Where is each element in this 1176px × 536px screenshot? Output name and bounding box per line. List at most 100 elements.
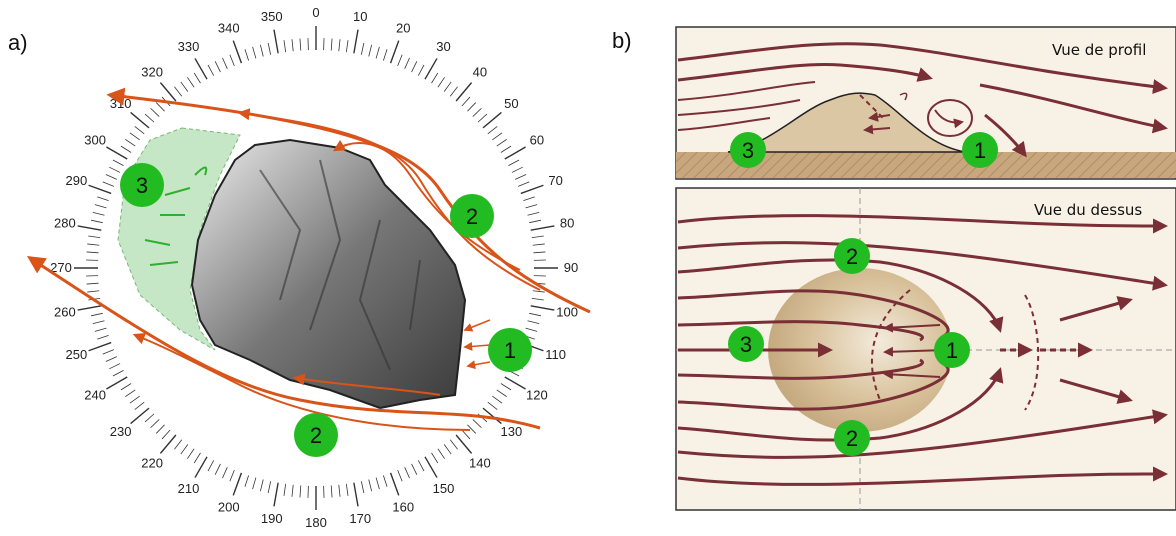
svg-text:3: 3 — [740, 332, 752, 357]
compass-tick — [214, 61, 221, 73]
compass-degree-label: 50 — [504, 96, 518, 111]
compass-tick — [520, 184, 544, 195]
compass-tick — [120, 145, 132, 153]
compass-tick — [431, 452, 439, 464]
compass-tick — [449, 439, 458, 450]
compass-degree-label: 200 — [218, 500, 240, 515]
compass-tick — [443, 81, 452, 92]
compass-tick — [467, 424, 477, 434]
compass-degree-label: 320 — [141, 65, 163, 80]
compass-degree-label: 260 — [54, 304, 76, 319]
compass-tick — [214, 463, 221, 475]
marker-3-top: 3 — [728, 326, 764, 362]
compass-tick — [94, 204, 107, 209]
compass-tick — [330, 485, 333, 498]
svg-text:2: 2 — [466, 204, 478, 229]
compass-tick — [500, 145, 512, 153]
compass-degree-label: 100 — [556, 304, 578, 319]
compass-tick — [375, 46, 380, 59]
compass-tick — [437, 77, 445, 88]
compass-tick — [77, 225, 102, 231]
compass-tick — [90, 219, 103, 224]
compass-degree-label: 340 — [218, 20, 240, 35]
compass-tick — [487, 401, 498, 410]
compass-tick — [531, 297, 544, 301]
compass-tick — [180, 81, 189, 92]
compass-tick — [360, 481, 365, 494]
svg-text:3: 3 — [742, 138, 754, 163]
compass-tick — [97, 334, 109, 340]
orange-flow-arrows — [26, 87, 591, 431]
compass-tick — [87, 243, 100, 246]
marker-3-a: 3 — [120, 163, 164, 207]
compass-tick — [449, 86, 458, 97]
compass-degree-label: 180 — [305, 515, 327, 530]
marker-2-top-upper: 2 — [834, 238, 870, 274]
compass-tick — [360, 42, 365, 55]
top-streamlines — [677, 214, 1168, 486]
compass-degree-label: 30 — [436, 39, 450, 54]
compass-tick — [455, 82, 473, 102]
compass-tick — [174, 86, 183, 97]
compass-degree-label: 220 — [141, 455, 163, 470]
compass-tick — [252, 477, 257, 490]
compass-tick — [492, 395, 503, 404]
compass-tick-ring — [74, 26, 558, 510]
compass-tick — [345, 40, 349, 53]
profile-title: Vue de profil — [1052, 41, 1146, 59]
compass-tick — [232, 40, 243, 64]
compass-tick — [283, 40, 287, 53]
island-top-view — [768, 268, 952, 432]
compass-tick — [299, 38, 302, 51]
compass-degree-label: 130 — [500, 424, 522, 439]
compass-tick — [109, 166, 121, 173]
profile-streamlines — [677, 42, 1168, 158]
compass-tick — [411, 61, 418, 73]
compass-tick — [174, 439, 183, 450]
compass-tick — [102, 181, 115, 187]
compass-tick — [90, 312, 103, 317]
marker-2-a-upper: 2 — [450, 194, 494, 238]
compass-tick — [86, 282, 99, 285]
compass-tick — [244, 475, 250, 487]
compass-tick — [155, 102, 165, 112]
compass-tick — [511, 166, 523, 173]
compass-tick — [404, 466, 410, 479]
compass-degree-label: 210 — [178, 481, 200, 496]
compass-tick — [496, 139, 507, 147]
compass-tick — [134, 126, 145, 135]
compass-degree-label: 270 — [50, 260, 72, 275]
marker-3-profile: 3 — [730, 132, 766, 168]
compass-tick — [130, 111, 150, 129]
compass-tick — [492, 132, 503, 141]
compass-tick — [106, 146, 128, 160]
compass-tick — [229, 54, 235, 67]
compass-tick — [529, 312, 542, 317]
compass-tick — [194, 58, 208, 80]
compass-tick — [455, 434, 473, 454]
compass-tick — [389, 472, 400, 496]
compass-degree-label: 90 — [564, 260, 578, 275]
compass-tick — [102, 349, 115, 355]
compass-tick — [397, 54, 403, 67]
compass-tick — [159, 434, 177, 454]
compass-degree-label: 350 — [261, 9, 283, 24]
svg-text:2: 2 — [846, 426, 858, 451]
compass-tick — [159, 82, 177, 102]
compass-tick — [155, 424, 165, 434]
compass-degree-label: 330 — [178, 39, 200, 54]
panel-b-profile: Vue de profil 3 1 — [675, 26, 1176, 180]
compass-tick — [530, 305, 555, 311]
compass-tick — [397, 469, 403, 482]
compass-tick — [382, 475, 388, 487]
compass-tick — [187, 77, 195, 88]
compass-tick — [92, 211, 105, 216]
compass-tick — [150, 419, 160, 429]
compass-tick — [417, 460, 425, 472]
compass-tick — [389, 40, 400, 64]
compass-tick — [338, 484, 341, 497]
compass-tick — [424, 58, 438, 80]
compass-tick — [144, 113, 155, 123]
compass-degree-label: 40 — [473, 65, 487, 80]
compass-tick — [504, 376, 526, 390]
